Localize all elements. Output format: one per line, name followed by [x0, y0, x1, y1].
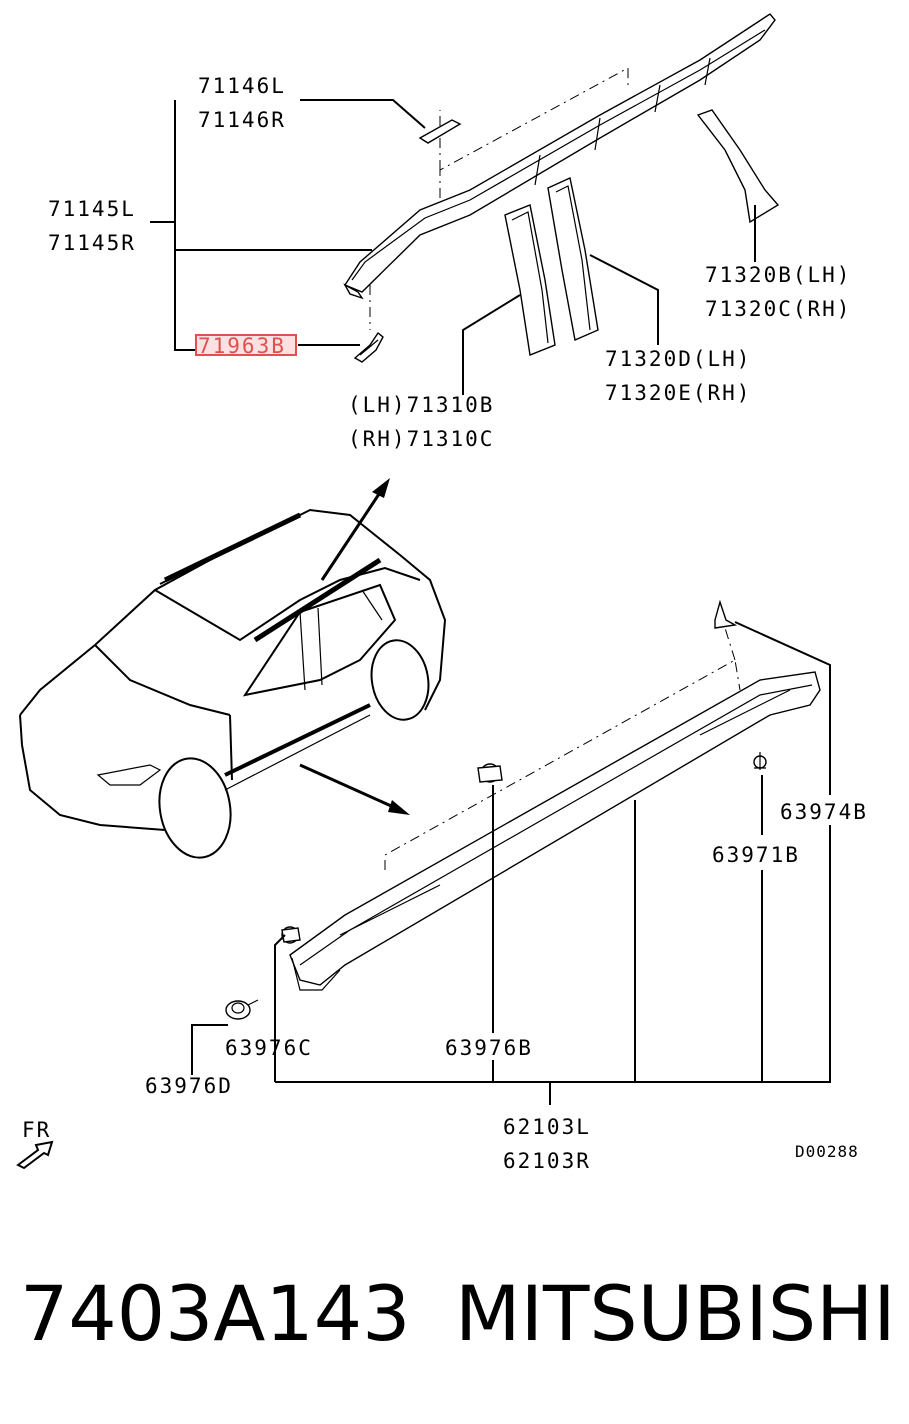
label-63976c: 63976C: [225, 1036, 313, 1060]
pillar-trims: [504, 109, 780, 356]
label-63971b: 63971B: [712, 843, 800, 867]
label-71963b: 71963B: [198, 334, 286, 358]
label-63974b: 63974B: [780, 800, 868, 824]
label-71146l: 71146L: [198, 74, 286, 98]
drawing-code: D00288: [795, 1142, 859, 1161]
clip-63974b: [714, 599, 738, 629]
upper-leader-lines: [150, 99, 756, 395]
label-62103l: 62103L: [503, 1115, 591, 1139]
label-71320e: 71320E(RH): [605, 381, 751, 405]
clip-63976d: [225, 999, 259, 1020]
part-number: 7403A143: [20, 1269, 410, 1358]
label-71320c: 71320C(RH): [705, 297, 851, 321]
label-62103r: 62103R: [503, 1149, 591, 1173]
clip-63976b: [477, 763, 503, 783]
label-71145r: 71145R: [48, 231, 136, 255]
front-direction-arrow-icon: [16, 1140, 54, 1170]
label-71145l: 71145L: [48, 197, 136, 221]
label-71310b: (LH)71310B: [348, 393, 494, 417]
roof-molding-assembly: [343, 13, 776, 363]
label-71320b: 71320B(LH): [705, 263, 851, 287]
label-63976b: 63976B: [445, 1036, 533, 1060]
label-63976d: 63976D: [145, 1074, 233, 1098]
brand-name: MITSUBISHI: [455, 1269, 896, 1358]
label-71320d: 71320D(LH): [605, 347, 751, 371]
highlight-71963b: [195, 334, 297, 356]
vehicle-outline: [19, 478, 447, 859]
label-fr: FR: [22, 1118, 51, 1142]
side-sill-garnish: [225, 599, 821, 1020]
clip-63976c: [281, 926, 301, 944]
lower-leader-lines: [191, 621, 831, 1105]
label-71310c: (RH)71310C: [348, 427, 494, 451]
label-71146r: 71146R: [198, 108, 286, 132]
screw-63971b: [753, 752, 767, 770]
